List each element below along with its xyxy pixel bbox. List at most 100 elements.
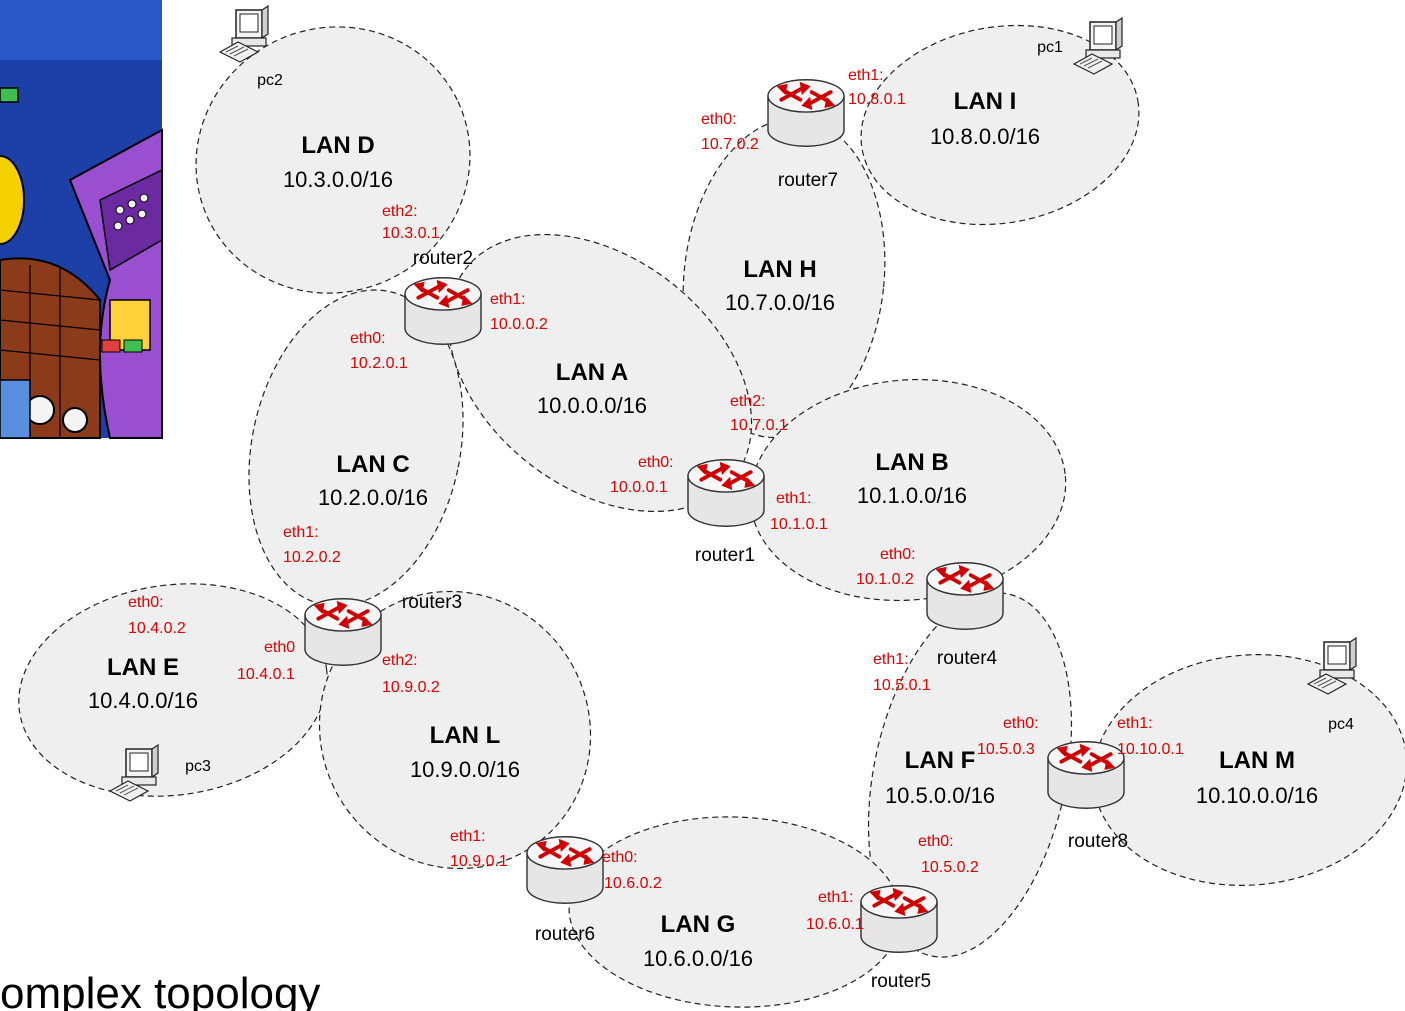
- svg-text:10.7.0.2: 10.7.0.2: [701, 136, 759, 153]
- svg-text:10.10.0.0/16: 10.10.0.0/16: [1196, 783, 1318, 808]
- lan-ellipse-M: [1092, 654, 1405, 886]
- svg-text:eth0:: eth0:: [602, 849, 638, 866]
- router4[interactable]: router4: [925, 560, 1005, 669]
- svg-text:LAN F: LAN F: [905, 747, 976, 774]
- svg-text:eth0:: eth0:: [350, 330, 386, 347]
- iface-router8-eth1: eth1: 10.10.0.1: [1117, 715, 1184, 758]
- svg-text:10.7.0.0/16: 10.7.0.0/16: [725, 290, 835, 315]
- svg-text:LAN I: LAN I: [954, 88, 1017, 115]
- router-icon: [766, 77, 846, 149]
- iface-router3-eth1: eth1: 10.2.0.2: [283, 524, 341, 566]
- iface-router8-eth0: eth0: 10.5.0.3: [977, 715, 1039, 758]
- lan-ellipse-C: [248, 289, 464, 607]
- router2[interactable]: router2: [403, 248, 483, 347]
- svg-text:10.6.0.0/16: 10.6.0.0/16: [643, 946, 753, 971]
- iface-router1-eth2: eth2: 10.7.0.1: [730, 393, 788, 434]
- iface-router6-eth0: eth0: 10.6.0.2: [602, 849, 662, 892]
- svg-text:10.9.0.2: 10.9.0.2: [382, 679, 440, 696]
- lan-label-D: LAN D 10.3.0.0/16: [283, 132, 393, 192]
- lan-label-G: LAN G 10.6.0.0/16: [643, 911, 753, 971]
- iface-router1-eth1: eth1: 10.1.0.1: [770, 490, 828, 533]
- svg-text:eth0:: eth0:: [701, 111, 737, 128]
- svg-text:eth2:: eth2:: [730, 393, 766, 410]
- svg-text:eth1:: eth1:: [818, 889, 854, 906]
- svg-text:router1: router1: [695, 545, 755, 566]
- iface-router4-eth0: eth0: 10.1.0.2: [856, 546, 916, 588]
- svg-text:eth1:: eth1:: [848, 67, 884, 84]
- lan-label-E: LAN E 10.4.0.0/16: [88, 654, 198, 713]
- lan-label-F: LAN F 10.5.0.0/16: [885, 747, 995, 808]
- svg-text:LAN M: LAN M: [1219, 747, 1295, 774]
- svg-text:eth2:: eth2:: [382, 203, 418, 220]
- svg-text:LAN G: LAN G: [661, 911, 736, 938]
- lan-ellipse-E: [18, 583, 328, 797]
- svg-text:router8: router8: [1068, 831, 1128, 852]
- svg-text:eth0:: eth0:: [880, 546, 916, 563]
- pc3[interactable]: pc3: [109, 744, 211, 802]
- lan-label-I: LAN I 10.8.0.0/16: [930, 88, 1040, 149]
- router5[interactable]: router5: [859, 883, 939, 992]
- svg-text:10.2.0.2: 10.2.0.2: [283, 549, 341, 566]
- svg-text:10.0.0.2: 10.0.0.2: [490, 316, 548, 333]
- iface-router2-eth0: eth0: 10.2.0.1: [350, 330, 408, 372]
- svg-text:10.5.0.1: 10.5.0.1: [873, 677, 931, 694]
- svg-text:eth1:: eth1:: [873, 651, 909, 668]
- svg-text:eth0:: eth0:: [918, 833, 954, 850]
- lan-label-L: LAN L 10.9.0.0/16: [410, 722, 520, 782]
- lan-label-A: LAN A 10.0.0.0/16: [537, 359, 647, 418]
- svg-text:10.6.0.1: 10.6.0.1: [806, 916, 864, 933]
- svg-text:10.6.0.2: 10.6.0.2: [604, 875, 662, 892]
- svg-text:10.5.0.0/16: 10.5.0.0/16: [885, 783, 995, 808]
- svg-text:10.2.0.1: 10.2.0.1: [350, 355, 408, 372]
- svg-text:LAN D: LAN D: [301, 132, 374, 159]
- iface-router3-eth0-lanE: eth0: 10.4.0.2: [128, 594, 186, 637]
- router-icon: [1046, 739, 1126, 811]
- svg-text:router6: router6: [535, 924, 595, 945]
- svg-text:10.9.0.0/16: 10.9.0.0/16: [410, 757, 520, 782]
- iface-router7-eth0: eth0: 10.7.0.2: [701, 111, 759, 153]
- svg-text:pc3: pc3: [185, 758, 211, 775]
- svg-text:eth1:: eth1:: [490, 291, 526, 308]
- iface-router5-eth0: eth0: 10.5.0.2: [918, 833, 979, 876]
- svg-text:10.4.0.1: 10.4.0.1: [237, 666, 295, 683]
- iface-router7-eth1: eth1: 10.8.0.1: [848, 67, 906, 108]
- svg-text:pc2: pc2: [257, 72, 283, 89]
- svg-text:10.8.0.0/16: 10.8.0.0/16: [930, 124, 1040, 149]
- router1[interactable]: router1: [686, 457, 766, 566]
- cartoon-control-panel-picture: [0, 0, 163, 439]
- router-icon: [303, 596, 383, 668]
- router7[interactable]: router7: [766, 77, 846, 191]
- slide-caption: omplex topology: [0, 969, 320, 1011]
- svg-text:router3: router3: [402, 592, 462, 613]
- svg-text:eth1:: eth1:: [1117, 715, 1153, 732]
- pc4[interactable]: pc4: [1307, 637, 1357, 733]
- lan-label-C: LAN C 10.2.0.0/16: [318, 451, 428, 510]
- svg-text:10.1.0.1: 10.1.0.1: [770, 516, 828, 533]
- svg-text:10.3.0.0/16: 10.3.0.0/16: [283, 167, 393, 192]
- pc2[interactable]: pc2: [219, 5, 283, 89]
- svg-text:router2: router2: [413, 248, 473, 269]
- router-icon: [925, 560, 1005, 632]
- iface-router1-eth0: eth0: 10.0.0.1: [610, 454, 674, 496]
- svg-text:10.1.0.0/16: 10.1.0.0/16: [857, 483, 967, 508]
- router3[interactable]: router3: [303, 592, 462, 668]
- svg-text:LAN H: LAN H: [743, 256, 816, 283]
- svg-text:eth0:: eth0:: [128, 594, 164, 611]
- svg-text:10.3.0.1: 10.3.0.1: [382, 225, 440, 242]
- iface-router2-eth1: eth1: 10.0.0.2: [490, 291, 548, 333]
- svg-text:eth0:: eth0:: [1003, 715, 1039, 732]
- svg-text:10.9.0.1: 10.9.0.1: [450, 853, 508, 870]
- lan-ellipse-L: [318, 590, 592, 870]
- svg-text:pc4: pc4: [1328, 716, 1354, 733]
- svg-text:10.4.0.0/16: 10.4.0.0/16: [88, 688, 198, 713]
- lan-ellipse-I: [860, 24, 1140, 226]
- svg-text:10.2.0.0/16: 10.2.0.0/16: [318, 485, 428, 510]
- pc1[interactable]: pc1: [1037, 17, 1123, 75]
- svg-text:LAN L: LAN L: [430, 722, 501, 749]
- svg-text:eth2:: eth2:: [382, 652, 418, 669]
- router8[interactable]: router8: [1046, 739, 1128, 852]
- router-icon: [859, 883, 939, 955]
- router6[interactable]: router6: [525, 834, 605, 945]
